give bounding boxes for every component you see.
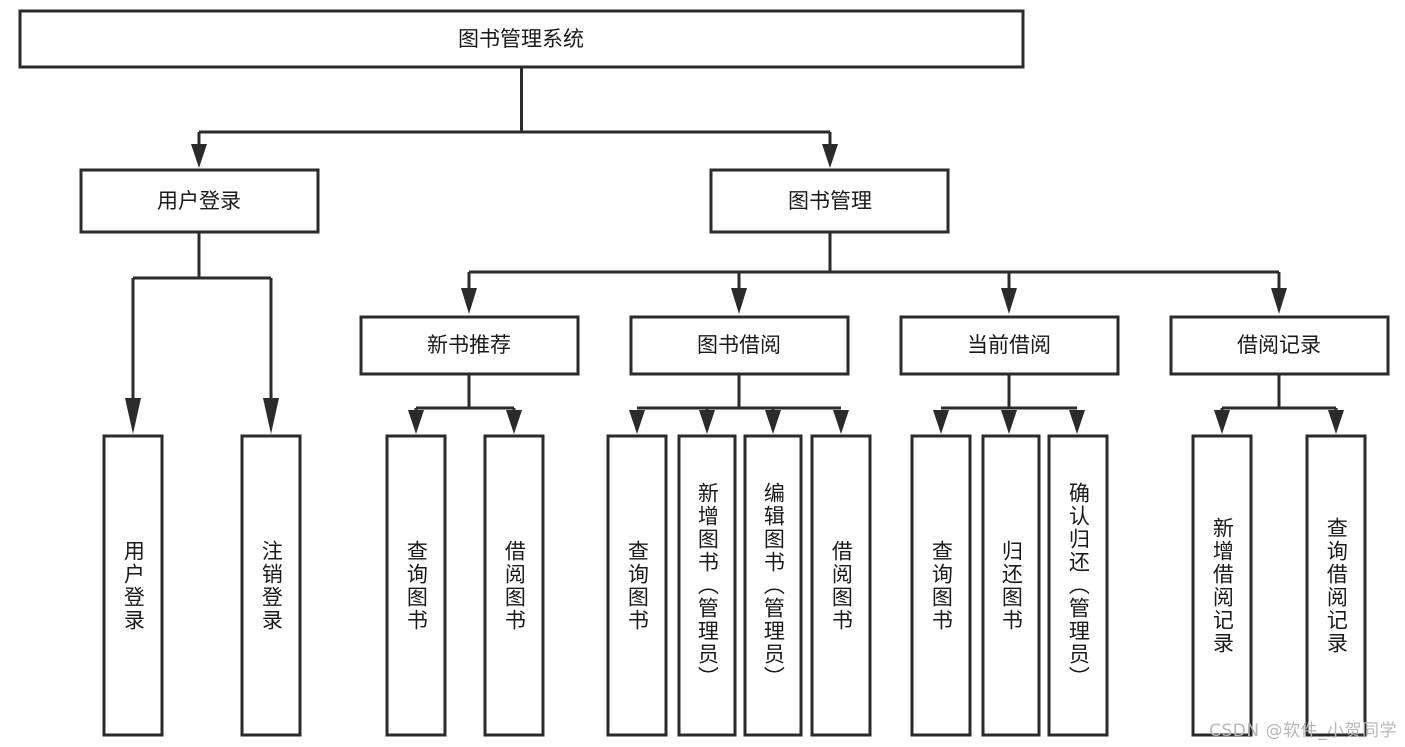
arrow-head-new-book <box>461 288 477 314</box>
leaf-borrowrecord-query-record[interactable] <box>1305 434 1367 737</box>
arrow-head-br-leaf1 <box>1214 410 1230 434</box>
arrow-head-borrow-record <box>1271 288 1287 314</box>
node-borrow-record-label: 借阅记录 <box>1237 333 1321 357</box>
arrow-head-current-borrow <box>1001 288 1017 314</box>
node-root-book-management-system[interactable] <box>18 9 1025 69</box>
leaf-newbook-borrow-book[interactable] <box>483 434 545 737</box>
node-book-borrow-label: 图书借阅 <box>697 333 781 357</box>
node-book-borrow[interactable] <box>629 315 850 376</box>
arrow-head-book-borrow <box>731 288 747 314</box>
node-new-book-recommend-label: 新书推荐 <box>427 333 511 357</box>
leaf-currentborrow-query-book[interactable] <box>910 434 972 737</box>
arrow-head-br-leaf2 <box>1328 410 1344 434</box>
node-current-borrow-label: 当前借阅 <box>967 333 1051 357</box>
arrow-head-user-login <box>191 144 207 168</box>
leaf-bookborrow-borrow-book[interactable] <box>810 434 872 737</box>
node-new-book-recommend[interactable] <box>359 315 580 376</box>
arrow-head-newbook-leaf2 <box>506 410 522 434</box>
node-root-label: 图书管理系统 <box>458 27 584 51</box>
arrow-head-bb-leaf1 <box>629 410 645 434</box>
arrow-head-cb-leaf2 <box>1001 410 1017 434</box>
node-user-login-label: 用户登录 <box>157 189 241 213</box>
leaf-user-login-logout[interactable] <box>240 434 302 737</box>
leaf-bookborrow-add-book-admin[interactable] <box>677 434 737 737</box>
connectors-layer <box>125 67 1344 434</box>
leaf-borrowrecord-add-record[interactable] <box>1191 434 1253 737</box>
arrow-head-cb-leaf1 <box>933 410 949 434</box>
arrow-head-book-mgmt <box>822 144 838 168</box>
arrow-head-newbook-leaf1 <box>408 410 424 434</box>
leaf-user-login-login[interactable] <box>102 434 164 737</box>
leaf-currentborrow-confirm-return-admin[interactable] <box>1047 434 1109 737</box>
node-user-login[interactable] <box>79 168 320 234</box>
arrow-head-cb-leaf3 <box>1069 410 1085 434</box>
leaf-currentborrow-return-book[interactable] <box>981 434 1041 737</box>
arrow-head-leaf-logout <box>263 398 279 434</box>
leaf-newbook-query-book[interactable] <box>385 434 447 737</box>
node-book-management-label: 图书管理 <box>788 189 872 213</box>
leaf-bookborrow-query-book[interactable] <box>606 434 668 737</box>
node-current-borrow[interactable] <box>899 315 1120 376</box>
arrow-head-bb-leaf4 <box>833 410 849 434</box>
node-borrow-record[interactable] <box>1169 315 1390 376</box>
arrow-head-bb-leaf2 <box>699 410 715 434</box>
nodes-layer: 图书管理系统 用户登录 图书管理 新书推荐 图书借阅 当前借阅 借阅记录 <box>18 9 1390 737</box>
arrow-head-bb-leaf3 <box>765 410 781 434</box>
leaf-bookborrow-edit-book-admin[interactable] <box>743 434 803 737</box>
node-book-management[interactable] <box>709 168 950 234</box>
arrow-head-leaf-user-login <box>125 398 141 434</box>
csdn-watermark: CSDN @软件_小贺同学 <box>1209 721 1397 741</box>
